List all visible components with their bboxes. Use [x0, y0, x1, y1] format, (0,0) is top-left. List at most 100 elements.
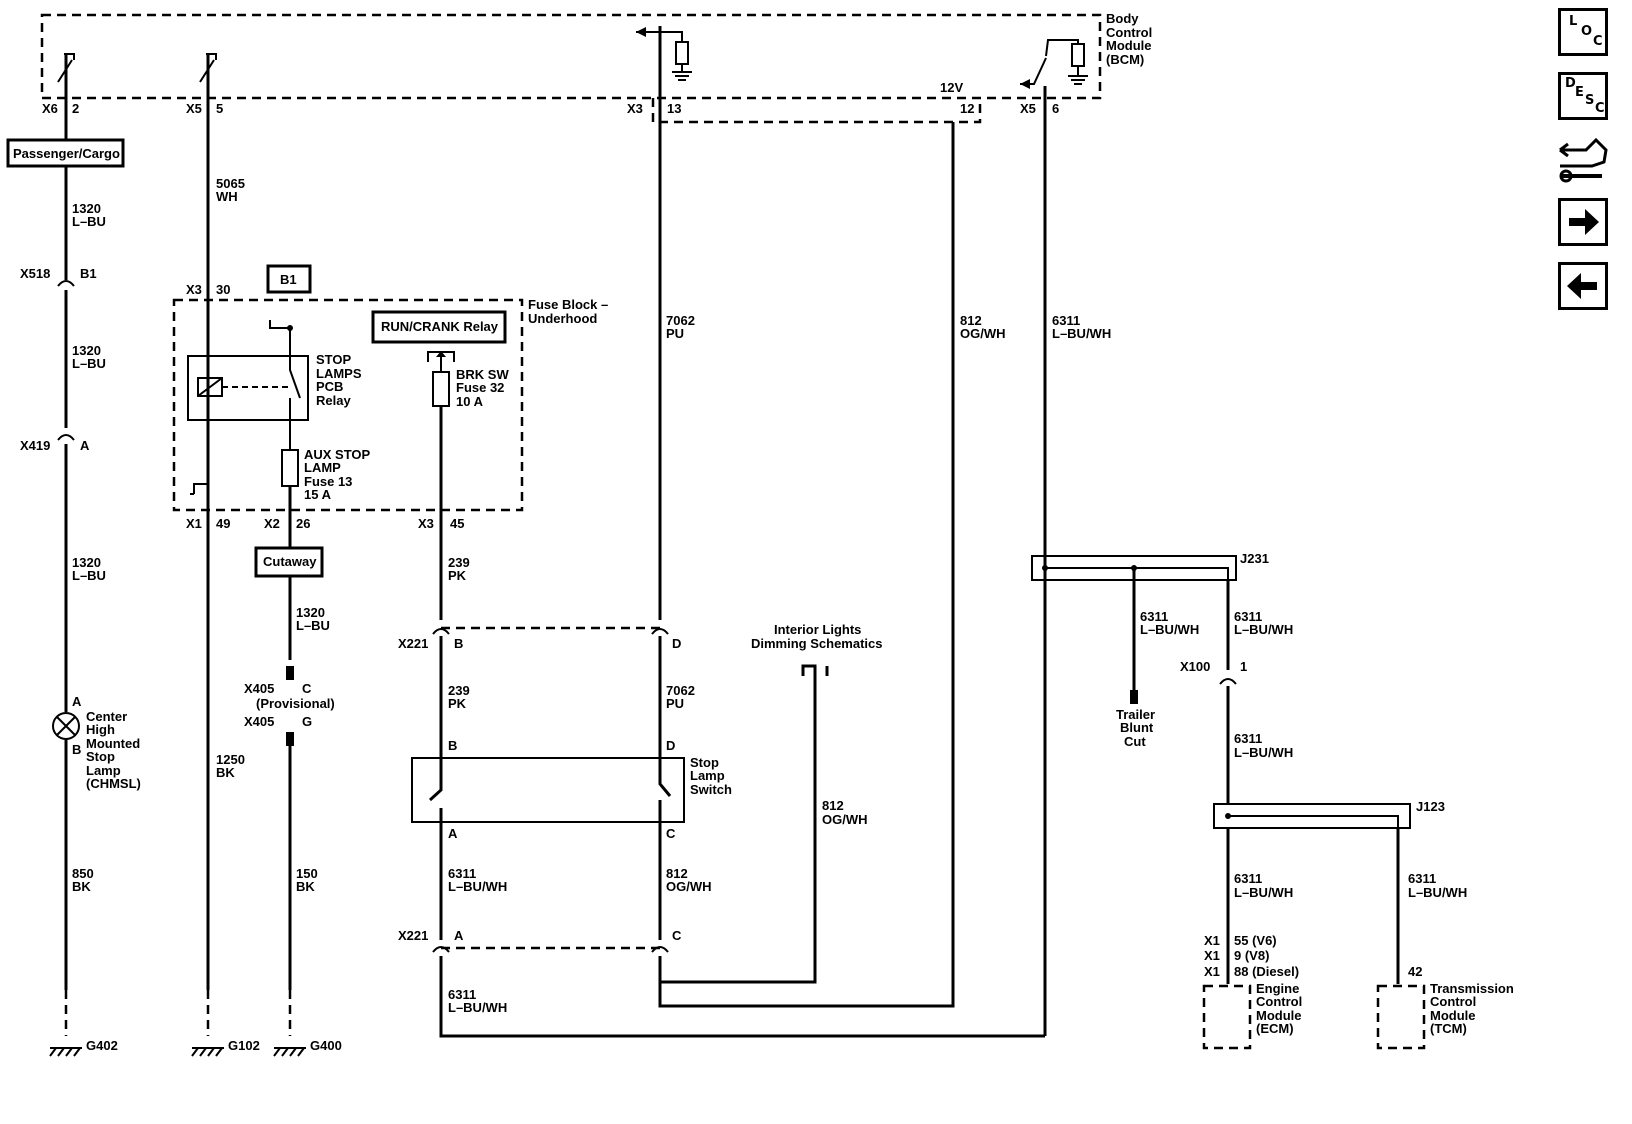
dimming-label: Interior Lights Dimming Schematics 812OG…: [751, 313, 1006, 827]
svg-text:49: 49: [216, 516, 230, 531]
svg-text:L–BU: L–BU: [296, 618, 330, 633]
svg-text:1: 1: [1240, 659, 1247, 674]
circuit-7062: [651, 26, 955, 1008]
svg-text:G402: G402: [86, 1038, 118, 1053]
svg-text:A: A: [448, 826, 458, 841]
svg-text:812: 812: [666, 866, 688, 881]
svg-text:L–BU/WH: L–BU/WH: [1234, 745, 1293, 760]
svg-text:L–BU: L–BU: [72, 214, 106, 229]
svg-text:Control: Control: [1106, 25, 1152, 40]
svg-text:Switch: Switch: [690, 782, 732, 797]
svg-text:Interior Lights: Interior Lights: [774, 622, 861, 637]
svg-text:G400: G400: [310, 1038, 342, 1053]
svg-text:Underhood: Underhood: [528, 311, 597, 326]
svg-text:G102: G102: [228, 1038, 260, 1053]
svg-text:Control: Control: [1430, 994, 1476, 1009]
svg-text:9 (V8): 9 (V8): [1234, 948, 1269, 963]
svg-text:Module: Module: [1256, 1008, 1302, 1023]
passenger-cargo-box: [6, 138, 125, 168]
bcm-connector-ext: [651, 98, 982, 124]
bcm-pullup-x5-6: [1020, 39, 1088, 89]
svg-text:Trailer: Trailer: [1116, 707, 1155, 722]
svg-text:45: 45: [450, 516, 464, 531]
svg-text:1320: 1320: [72, 555, 101, 570]
svg-text:AUX STOP: AUX STOP: [304, 447, 371, 462]
svg-text:(Provisional): (Provisional): [256, 696, 335, 711]
svg-text:L–BU/WH: L–BU/WH: [1140, 622, 1199, 637]
svg-text:X100: X100: [1180, 659, 1210, 674]
svg-text:(BCM): (BCM): [1106, 52, 1144, 67]
svg-text:12: 12: [960, 101, 974, 116]
svg-text:X1: X1: [1204, 933, 1220, 948]
svg-text:6311: 6311: [1234, 731, 1262, 746]
svg-text:X419: X419: [20, 438, 50, 453]
svg-text:7062: 7062: [666, 683, 695, 698]
location-view-icon[interactable]: L O C: [1558, 8, 1608, 56]
svg-text:X3: X3: [418, 516, 434, 531]
svg-text:1320: 1320: [72, 343, 101, 358]
svg-text:L–BU/WH: L–BU/WH: [1408, 885, 1467, 900]
svg-text:PK: PK: [448, 696, 467, 711]
svg-text:88 (Diesel): 88 (Diesel): [1234, 964, 1299, 979]
svg-text:LAMP: LAMP: [304, 460, 341, 475]
svg-text:5: 5: [216, 101, 223, 116]
svg-text:C: C: [302, 681, 312, 696]
svg-text:X405: X405: [244, 714, 274, 729]
svg-text:10 A: 10 A: [456, 394, 484, 409]
svg-text:G: G: [302, 714, 312, 729]
svg-text:(TCM): (TCM): [1430, 1021, 1467, 1036]
svg-text:L–BU: L–BU: [72, 568, 106, 583]
svg-text:High: High: [86, 722, 115, 737]
stop-lamp-switch-label: Stop Lamp Switch: [690, 755, 732, 797]
svg-text:Relay: Relay: [316, 393, 351, 408]
svg-text:Stop: Stop: [86, 749, 115, 764]
svg-text:BK: BK: [216, 765, 235, 780]
svg-text:Fuse 13: Fuse 13: [304, 474, 352, 489]
b1-badge-box: [266, 264, 312, 294]
svg-text:42: 42: [1408, 964, 1422, 979]
svg-text:Dimming Schematics: Dimming Schematics: [751, 636, 883, 651]
connector-diagnostic-icon[interactable]: [1556, 132, 1612, 184]
svg-text:1320: 1320: [296, 605, 325, 620]
stop-lamps-relay: [187, 320, 309, 495]
svg-text:Engine: Engine: [1256, 981, 1299, 996]
svg-text:Lamp: Lamp: [690, 768, 725, 783]
svg-text:OG/WH: OG/WH: [822, 812, 868, 827]
aux-stop-fuse: [281, 449, 299, 1036]
svg-text:13: 13: [667, 101, 681, 116]
svg-text:6311: 6311: [448, 987, 476, 1002]
svg-text:Center: Center: [86, 709, 127, 724]
svg-text:X3: X3: [186, 282, 202, 297]
svg-text:L–BU/WH: L–BU/WH: [1234, 622, 1293, 637]
svg-text:C: C: [672, 928, 682, 943]
svg-text:X518: X518: [20, 266, 50, 281]
svg-text:A: A: [72, 694, 82, 709]
ground-symbols: G402 G102 G400: [49, 1038, 342, 1057]
svg-text:5065: 5065: [216, 176, 245, 191]
svg-text:A: A: [454, 928, 464, 943]
circuit-6311: [1031, 86, 1426, 1050]
bcm-label: Body Control Module (BCM): [1106, 11, 1152, 67]
svg-text:LAMPS: LAMPS: [316, 366, 362, 381]
svg-text:STOP: STOP: [316, 352, 351, 367]
next-page-arrow-icon[interactable]: [1558, 198, 1608, 246]
svg-text:D: D: [672, 636, 681, 651]
description-view-icon[interactable]: D E S C: [1558, 72, 1608, 120]
svg-text:OG/WH: OG/WH: [960, 326, 1006, 341]
svg-text:1320: 1320: [72, 201, 101, 216]
svg-text:6: 6: [1052, 101, 1059, 116]
svg-text:L–BU: L–BU: [72, 356, 106, 371]
svg-text:J231: J231: [1240, 551, 1269, 566]
bcm-pullup-x3: [636, 27, 692, 81]
b1-badge-label: B1: [280, 272, 297, 287]
previous-page-arrow-icon[interactable]: [1558, 262, 1608, 310]
svg-text:7062: 7062: [666, 313, 695, 328]
svg-text:(CHMSL): (CHMSL): [86, 776, 141, 791]
svg-text:BRK SW: BRK SW: [456, 367, 509, 382]
